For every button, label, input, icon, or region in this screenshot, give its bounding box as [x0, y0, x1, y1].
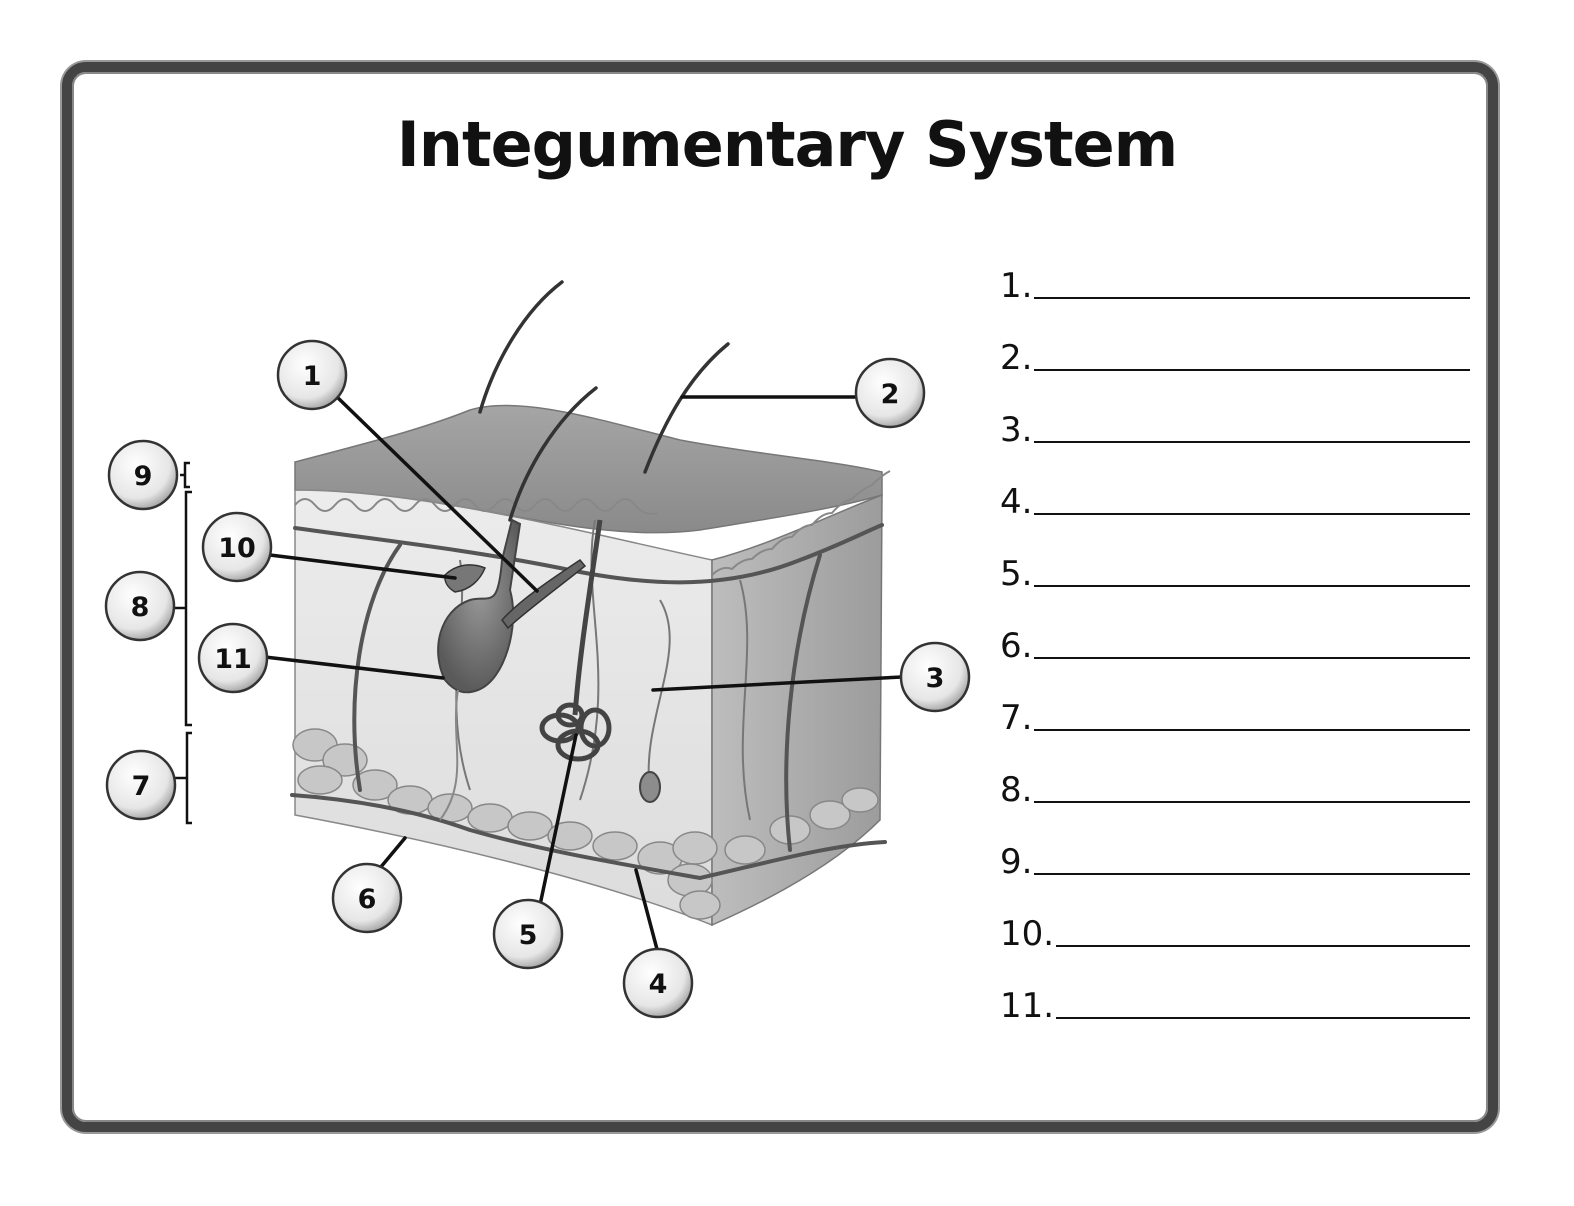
- marker-3: 3: [899, 641, 971, 713]
- marker-7-label: 7: [132, 771, 151, 802]
- answer-row-2: 2.: [1000, 306, 1470, 378]
- marker-11: 11: [197, 622, 269, 694]
- marker-1-label: 1: [303, 361, 322, 392]
- answer-number: 1.: [1000, 266, 1033, 306]
- marker-4-label: 4: [649, 969, 668, 1000]
- sebaceous-gland: [444, 564, 486, 593]
- marker-5: 5: [492, 898, 564, 970]
- pacinian-corpuscle: [639, 771, 661, 803]
- marker-6-label: 6: [358, 884, 377, 915]
- answer-row-9: 9.: [1000, 810, 1470, 882]
- layer-brackets: [175, 461, 192, 825]
- answer-number: 10.: [1000, 914, 1055, 954]
- answer-blank-10[interactable]: [1056, 945, 1470, 947]
- marker-10: 10: [201, 511, 273, 583]
- marker-10-label: 10: [218, 533, 256, 564]
- answer-row-5: 5.: [1000, 522, 1470, 594]
- answer-blank-8[interactable]: [1034, 801, 1470, 803]
- marker-2: 2: [854, 357, 926, 429]
- marker-7: 7: [105, 749, 177, 821]
- epidermis-boundary: [294, 498, 658, 515]
- answer-blank-2[interactable]: [1034, 369, 1470, 371]
- marker-6: 6: [331, 862, 403, 934]
- answer-row-7: 7.: [1000, 666, 1470, 738]
- marker-8: 8: [104, 570, 176, 642]
- marker-11-label: 11: [214, 644, 252, 675]
- arrector-pili-muscle: [501, 559, 587, 630]
- answer-row-8: 8.: [1000, 738, 1470, 810]
- answer-number: 4.: [1000, 482, 1033, 522]
- marker-5-label: 5: [519, 920, 538, 951]
- answer-blank-9[interactable]: [1034, 873, 1470, 875]
- answer-blank-11[interactable]: [1056, 1017, 1470, 1019]
- marker-1: 1: [276, 339, 348, 411]
- fat-cells: [292, 728, 879, 920]
- page-title: Integumentary System: [396, 108, 1179, 181]
- leader-lines: [263, 394, 904, 955]
- answer-blank-7[interactable]: [1034, 729, 1470, 731]
- marker-2-label: 2: [881, 379, 900, 410]
- answer-number: 9.: [1000, 842, 1033, 882]
- answer-row-11: 11.: [1000, 954, 1470, 1026]
- answer-number: 8.: [1000, 770, 1033, 810]
- answer-blank-5[interactable]: [1034, 585, 1470, 587]
- answer-blank-6[interactable]: [1034, 657, 1470, 659]
- answer-row-10: 10.: [1000, 882, 1470, 954]
- answer-blank-1[interactable]: [1034, 297, 1470, 299]
- marker-9: 9: [107, 439, 179, 511]
- answer-number: 5.: [1000, 554, 1033, 594]
- answer-number: 7.: [1000, 698, 1033, 738]
- answer-number: 11.: [1000, 986, 1055, 1026]
- answer-row-6: 6.: [1000, 594, 1470, 666]
- hair-follicle: [437, 518, 522, 694]
- answer-number: 3.: [1000, 410, 1033, 450]
- answer-blank-3[interactable]: [1034, 441, 1470, 443]
- marker-3-label: 3: [926, 663, 945, 694]
- answer-blank-4[interactable]: [1034, 513, 1470, 515]
- answer-row-4: 4.: [1000, 450, 1470, 522]
- hairs: [478, 280, 730, 522]
- answer-row-1: 1.: [1000, 234, 1470, 306]
- answer-row-3: 3.: [1000, 378, 1470, 450]
- marker-9-label: 9: [134, 461, 153, 492]
- answer-number: 2.: [1000, 338, 1033, 378]
- skin-front-face: [294, 489, 713, 927]
- sweat-gland: [539, 519, 612, 762]
- marker-4: 4: [622, 947, 694, 1019]
- answer-list: 1. 2. 3. 4. 5. 6. 7. 8. 9. 10. 11.: [1000, 234, 1470, 1026]
- marker-8-label: 8: [131, 592, 150, 623]
- answer-number: 6.: [1000, 626, 1033, 666]
